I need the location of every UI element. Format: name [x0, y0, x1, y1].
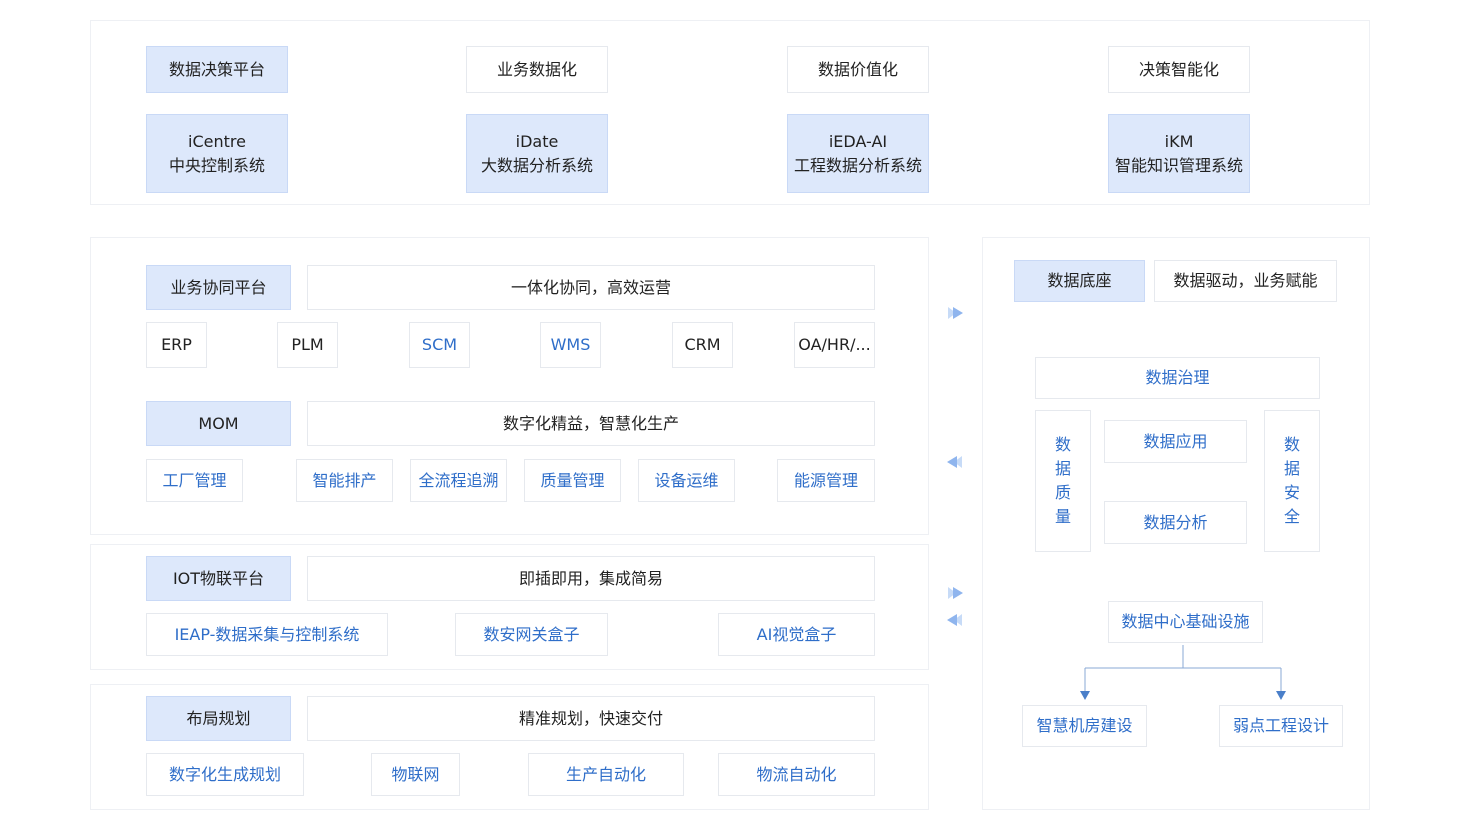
layout-iot: 物联网: [371, 753, 460, 796]
layout-planning-title: 布局规划: [146, 696, 291, 741]
iot-gateway-box: 数安网关盒子: [455, 613, 608, 656]
mom-full-traceability: 全流程追溯: [410, 459, 507, 502]
mom-smart-scheduling: 智能排产: [296, 459, 393, 502]
system-desc: 中央控制系统: [168, 155, 265, 175]
decision-platform-title: 数据决策平台: [146, 46, 288, 93]
iot-ai-vision-box: AI视觉盒子: [718, 613, 875, 656]
data-quality-char: 量: [1054, 507, 1071, 526]
data-governance: 数据治理: [1035, 357, 1320, 399]
module-erp: ERP: [146, 322, 207, 368]
data-quality-char: 质: [1054, 483, 1071, 502]
decision-intelligence: 决策智能化: [1108, 46, 1250, 93]
module-wms: WMS: [540, 322, 601, 368]
iot-platform-slogan: 即插即用，集成简易: [307, 556, 875, 601]
system-ieda-ai: iEDA-AI 工程数据分析系统: [787, 114, 929, 193]
data-base-title: 数据底座: [1014, 260, 1145, 302]
system-idate: iDate 大数据分析系统: [466, 114, 608, 193]
data-center-infrastructure: 数据中心基础设施: [1108, 601, 1263, 643]
data-security-char: 全: [1283, 507, 1300, 526]
mom-equipment-maintenance: 设备运维: [638, 459, 735, 502]
arrow-right-icon: [948, 307, 963, 319]
module-scm: SCM: [409, 322, 470, 368]
arrow-left-icon: [947, 456, 962, 468]
module-oa-hr: OA/HR/...: [794, 322, 875, 368]
data-quality-char: 数: [1054, 435, 1071, 454]
data-valorization: 数据价值化: [787, 46, 929, 93]
system-desc: 智能知识管理系统: [1114, 155, 1243, 175]
iot-ieap-system: IEAP-数据采集与控制系统: [146, 613, 388, 656]
system-name: iCentre: [188, 131, 246, 151]
layout-production-automation: 生产自动化: [528, 753, 684, 796]
system-name: iDate: [515, 131, 559, 151]
system-desc: 工程数据分析系统: [793, 155, 922, 175]
system-icentre: iCentre 中央控制系统: [146, 114, 288, 193]
system-name: iEDA-AI: [828, 131, 888, 151]
data-quality: 数 据 质 量: [1035, 410, 1091, 552]
module-crm: CRM: [672, 322, 733, 368]
system-name: iKM: [1164, 131, 1194, 151]
business-platform-slogan: 一体化协同，高效运营: [307, 265, 875, 310]
mom-energy-management: 能源管理: [777, 459, 875, 502]
data-security-char: 安: [1283, 483, 1300, 502]
data-quality-char: 据: [1054, 459, 1071, 478]
data-base-slogan: 数据驱动，业务赋能: [1154, 260, 1337, 302]
mom-title: MOM: [146, 401, 291, 446]
data-security-char: 数: [1283, 435, 1300, 454]
layout-digital-planning: 数字化生成规划: [146, 753, 304, 796]
layout-planning-slogan: 精准规划，快速交付: [307, 696, 875, 741]
business-platform-title: 业务协同平台: [146, 265, 291, 310]
weak-current-engineering: 弱点工程设计: [1219, 705, 1343, 747]
system-ikm: iKM 智能知识管理系统: [1108, 114, 1250, 193]
business-digitization: 业务数据化: [466, 46, 608, 93]
arrow-right-icon: [948, 587, 963, 599]
layout-logistics-automation: 物流自动化: [718, 753, 875, 796]
system-desc: 大数据分析系统: [480, 155, 593, 175]
data-analysis: 数据分析: [1104, 501, 1247, 544]
mom-quality-management: 质量管理: [524, 459, 621, 502]
module-plm: PLM: [277, 322, 338, 368]
data-application: 数据应用: [1104, 420, 1247, 463]
iot-platform-title: IOT物联平台: [146, 556, 291, 601]
mom-factory-management: 工厂管理: [146, 459, 243, 502]
data-security-char: 据: [1283, 459, 1300, 478]
mom-slogan: 数字化精益，智慧化生产: [307, 401, 875, 446]
smart-machine-room: 智慧机房建设: [1022, 705, 1147, 747]
arrow-left-icon: [947, 614, 962, 626]
data-security: 数 据 安 全: [1264, 410, 1320, 552]
